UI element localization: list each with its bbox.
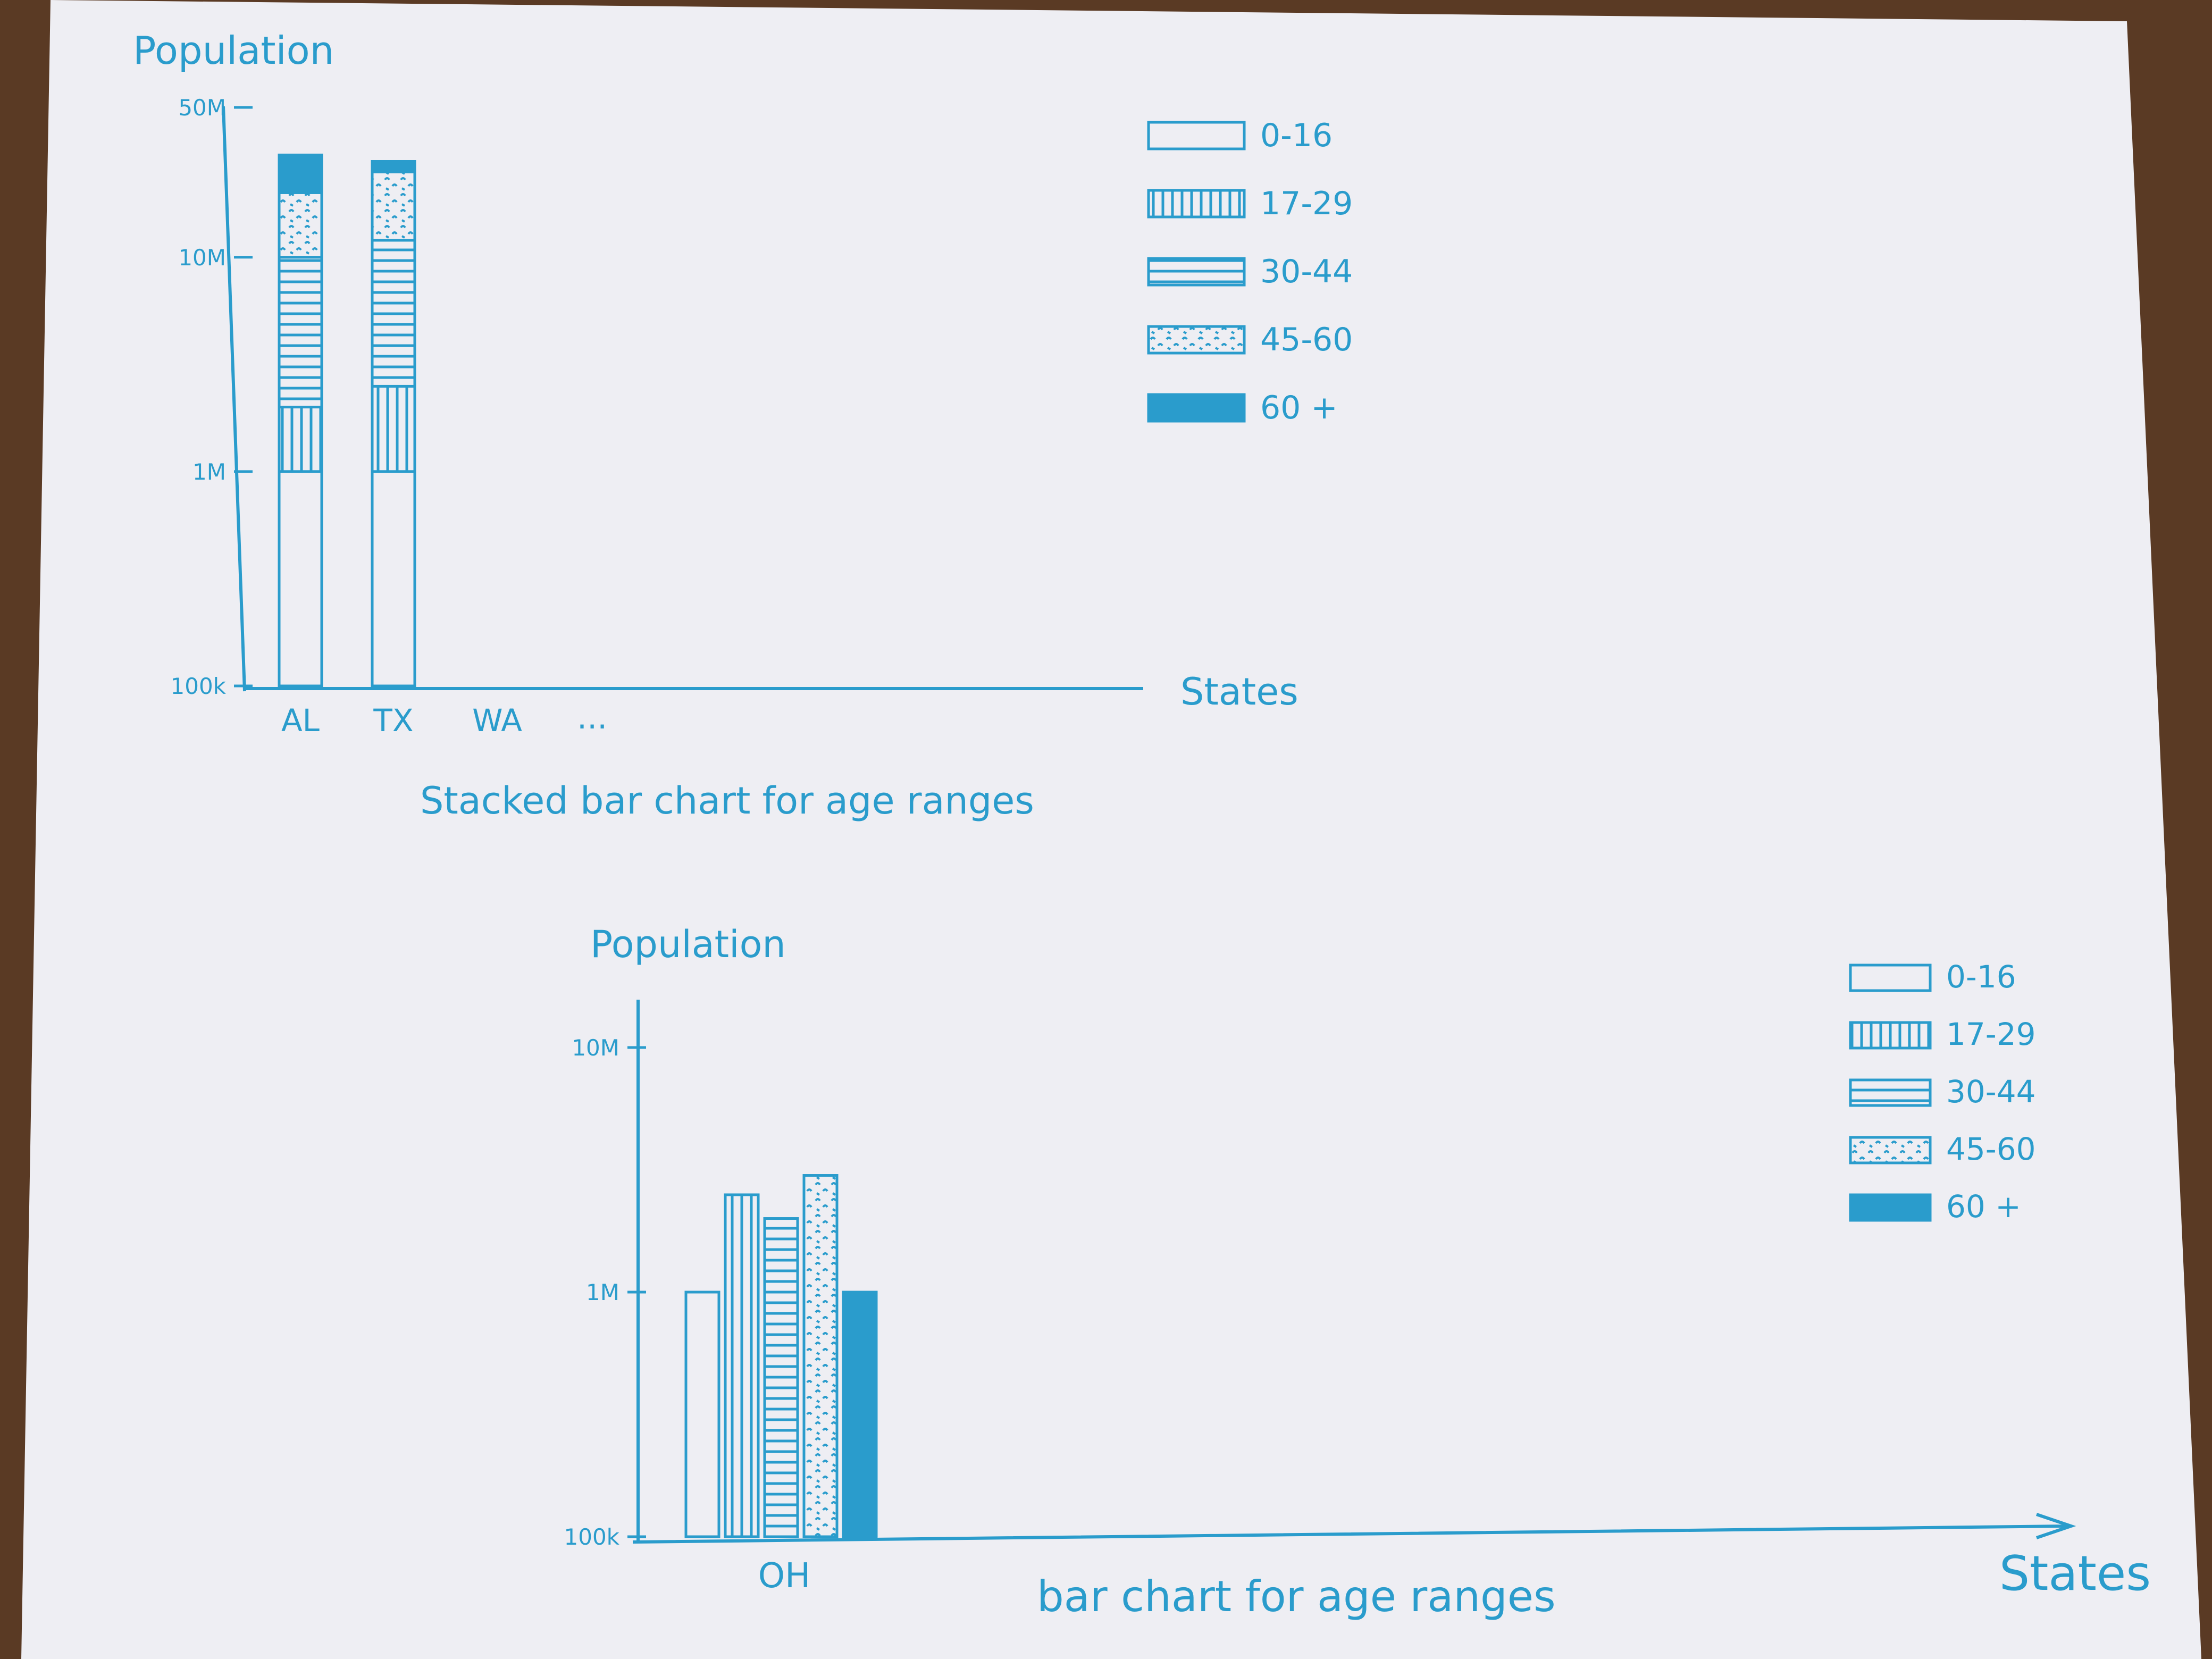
stacked-chart-category-label: WA — [472, 702, 522, 739]
grouped-chart-ytick-label: 1M — [586, 1279, 619, 1305]
stacked-chart-caption: Stacked bar chart for age ranges — [420, 779, 1034, 823]
stacked-chart-ylabel: Population — [133, 28, 334, 73]
stacked-chart-ytick-label: 1M — [192, 459, 226, 485]
stacked-legend-label: 17-29 — [1260, 185, 1353, 222]
stacked-chart: Population 100k 1M 10M 50M AL TX WA ... State… — [133, 28, 1353, 823]
grouped-legend-swatch-0-16 — [1849, 963, 1932, 992]
stacked-bar-tx-17-29 — [371, 384, 416, 473]
grouped-legend-swatch-30-44 — [1849, 1078, 1932, 1107]
stacked-chart-y-axis — [222, 106, 246, 692]
grouped-legend-swatch-45-60 — [1849, 1136, 1932, 1164]
stacked-legend-swatch-45-60 — [1147, 325, 1246, 355]
stacked-legend-label: 45-60 — [1260, 321, 1353, 358]
stacked-chart-category-label: TX — [373, 702, 413, 739]
grouped-chart-category-label: OH — [758, 1556, 811, 1596]
stacked-chart-ytick-label: 10M — [178, 245, 226, 271]
stacked-bar-al-17-29 — [278, 406, 323, 473]
stacked-chart-ytick-label: 100k — [171, 673, 227, 699]
stacked-legend-swatch-60 — [1147, 393, 1246, 423]
stacked-legend-label: 60 + — [1260, 389, 1338, 426]
grouped-bar-oh-60 — [842, 1291, 878, 1538]
grouped-chart-ytick-label: 100k — [564, 1524, 620, 1550]
grouped-chart-ylabel: Population — [590, 923, 786, 966]
grouped-legend-label: 45-60 — [1946, 1131, 2036, 1167]
paper — [21, 0, 2201, 1659]
stacked-chart-xlabel: States — [1180, 670, 1298, 714]
stacked-chart-ytick-label: 50M — [178, 95, 226, 121]
grouped-bar-oh-45-60 — [802, 1174, 839, 1538]
grouped-legend-label: 17-29 — [1946, 1016, 2036, 1052]
grouped-legend-label: 0-16 — [1946, 959, 2016, 995]
stacked-bar-tx-30-44 — [371, 239, 416, 388]
stacked-legend-swatch-30-44 — [1147, 257, 1246, 287]
stacked-bar-al-45-60 — [278, 191, 323, 259]
stacked-legend-label: 0-16 — [1260, 117, 1333, 154]
stacked-legend-swatch-0-16 — [1147, 121, 1246, 150]
grouped-chart-ytick-label: 10M — [572, 1035, 619, 1061]
grouped-chart-xlabel: States — [1999, 1546, 2151, 1602]
grouped-legend-swatch-60 — [1849, 1193, 1932, 1222]
grouped-chart-x-axis — [632, 1513, 2076, 1544]
stacked-legend-swatch-17-29 — [1147, 189, 1246, 219]
grouped-legend-swatch-17-29 — [1849, 1021, 1932, 1050]
grouped-legend-label: 60 + — [1946, 1188, 2021, 1225]
stacked-chart-category-label: AL — [281, 702, 320, 739]
stacked-bar-al-60 — [278, 153, 323, 194]
stacked-chart-ellipsis: ... — [577, 699, 607, 736]
grouped-chart: Population 100k 1M 10M OH States bar chart… — [564, 923, 2151, 1621]
stacked-bar-tx-45-60 — [371, 170, 416, 242]
grouped-bar-oh-17-29 — [724, 1193, 760, 1538]
stacked-bar-tx-60 — [371, 160, 416, 173]
grouped-bar-oh-30-44 — [763, 1217, 799, 1538]
grouped-bar-oh-0-16 — [684, 1291, 720, 1538]
stacked-bar-al-30-44 — [278, 256, 323, 409]
grouped-legend-label: 30-44 — [1946, 1074, 2036, 1110]
stacked-legend-label: 30-44 — [1260, 253, 1353, 290]
grouped-chart-caption: bar chart for age ranges — [1037, 1572, 1556, 1621]
